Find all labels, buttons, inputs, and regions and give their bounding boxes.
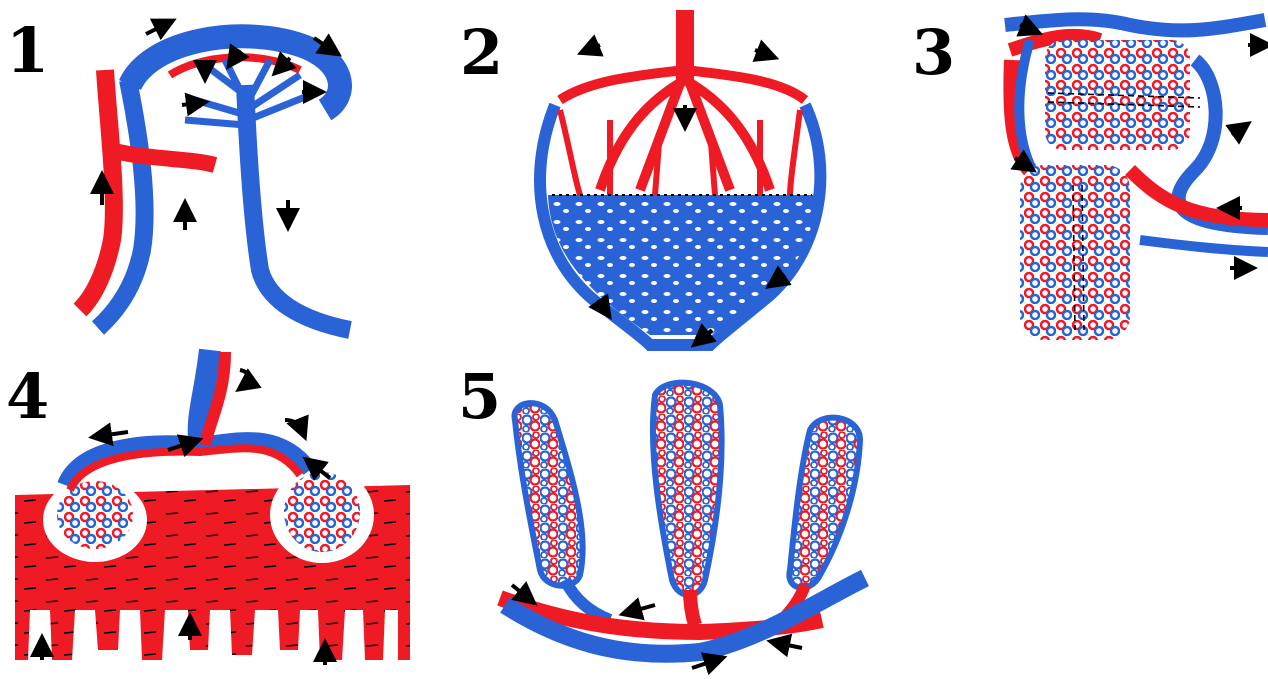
panel-5-villus-right: [789, 418, 860, 588]
panel-3-vein-lower: [1140, 240, 1268, 252]
panel-4-diagram: [15, 350, 410, 665]
panel-1-red-branch: [110, 150, 215, 165]
panel-5-diagram: [500, 383, 865, 668]
panel-2-artery-branches: [560, 70, 805, 190]
panel-1-trunk: [245, 85, 350, 330]
panel-3-vein-right: [1179, 60, 1268, 228]
panel-3-diagram: [1005, 19, 1268, 340]
panel-5-villus-left: [515, 403, 583, 586]
panel-3-artery-right: [1130, 170, 1268, 220]
panel-1-diagram: [80, 24, 350, 330]
panel-1-artery: [80, 70, 114, 310]
panel-4-glomerulus-left: [57, 481, 133, 549]
panel-5-villus-middle: [653, 383, 722, 595]
panel-2-capillary-net: [548, 195, 815, 335]
panel-5-stem-middle: [690, 590, 695, 625]
panel-3-upper-coils: [1045, 40, 1190, 150]
panel-4-glomerulus-right: [284, 472, 360, 552]
panel-3-lower-coils: [1020, 165, 1130, 340]
panel-3-vein-top: [1005, 19, 1265, 30]
panel-3-vein-left: [1019, 40, 1035, 175]
panel-2-diagram: [540, 10, 820, 345]
